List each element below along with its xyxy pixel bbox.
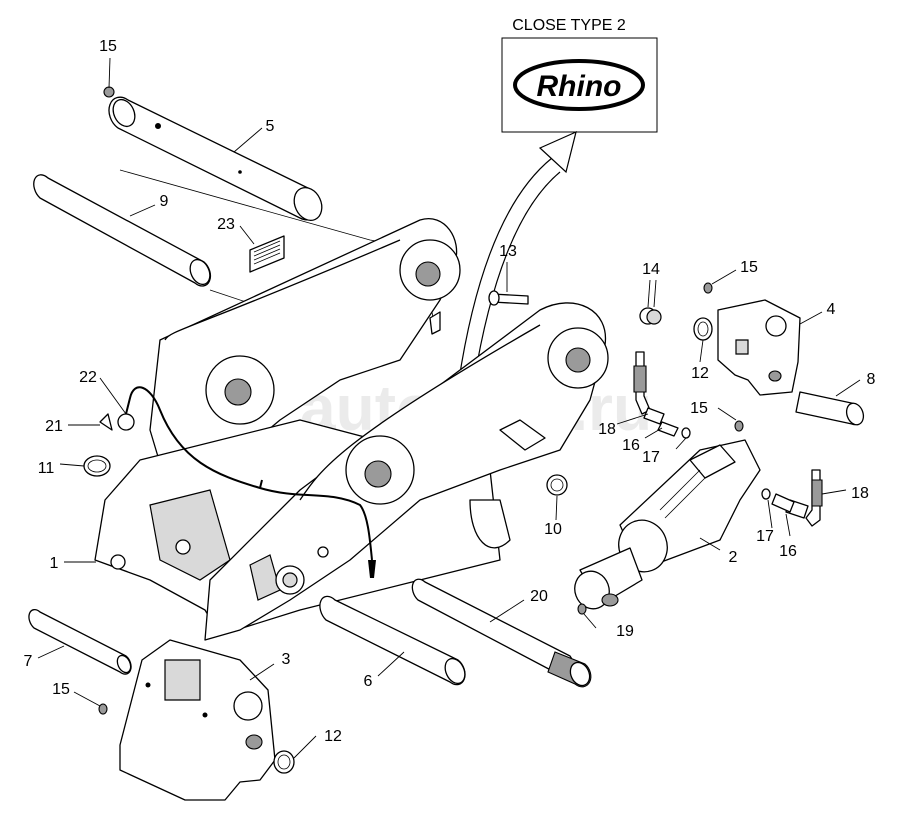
callout-16: 16 — [779, 543, 797, 560]
callout-4: 4 — [827, 301, 836, 318]
logo-text: Rhino — [537, 70, 622, 103]
callout-1: 1 — [50, 555, 59, 572]
inset-title: CLOSE TYPE 2 — [512, 17, 626, 34]
callout-17: 17 — [756, 528, 774, 545]
callouts: 15 5 9 23 13 14 15 4 8 12 15 18 16 17 18… — [24, 38, 876, 745]
grease-nipple-15-lower — [98, 703, 108, 715]
fitting-16-upper — [657, 421, 679, 437]
ring-12-upper — [693, 317, 713, 341]
callout-15: 15 — [740, 259, 758, 276]
label-plate-23 — [249, 235, 285, 273]
pin-5 — [108, 96, 323, 222]
callout-20: 20 — [530, 588, 548, 605]
callout-18: 18 — [851, 485, 869, 502]
grease-nipple-19 — [577, 603, 587, 615]
hydraulic-cylinder-2 — [574, 439, 761, 610]
ring-12-lower — [273, 750, 295, 774]
callout-23: 23 — [217, 216, 235, 233]
close-type-inset: CLOSE TYPE 2 Rhino — [501, 17, 658, 133]
callout-16: 16 — [622, 437, 640, 454]
quick-coupler-frame-1 — [94, 217, 609, 641]
callout-8: 8 — [867, 371, 876, 388]
callout-15: 15 — [99, 38, 117, 55]
pin-6 — [319, 595, 466, 686]
seal-17-upper — [681, 427, 691, 439]
callout-12: 12 — [691, 365, 709, 382]
pin-20 — [411, 578, 592, 688]
callout-5: 5 — [266, 118, 275, 135]
callout-18: 18 — [598, 421, 616, 438]
pin-9 — [33, 174, 212, 287]
callout-6: 6 — [364, 673, 373, 690]
bolt-13 — [488, 290, 529, 306]
grease-nipple-15 — [103, 86, 115, 98]
callout-10: 10 — [544, 521, 562, 538]
callout-12: 12 — [324, 728, 342, 745]
callout-17: 17 — [642, 449, 660, 466]
hose-18-lower — [785, 469, 823, 527]
callout-11: 11 — [38, 460, 55, 477]
grease-nipple-15-cyl — [734, 420, 744, 432]
callout-19: 19 — [616, 623, 634, 640]
callout-7: 7 — [24, 653, 33, 670]
ring-10 — [546, 474, 568, 496]
bracket-3 — [119, 639, 276, 801]
callout-3: 3 — [282, 651, 291, 668]
grease-nipple-15-bracket — [703, 282, 713, 294]
nuts-14 — [639, 307, 662, 325]
callout-22: 22 — [79, 369, 97, 386]
callout-15: 15 — [52, 681, 70, 698]
callout-2: 2 — [729, 549, 738, 566]
callout-21: 21 — [45, 418, 63, 435]
fitting-16-lower — [771, 493, 795, 513]
clip-21 — [99, 413, 113, 431]
pin-8 — [795, 391, 865, 426]
callout-13: 13 — [499, 243, 517, 260]
bracket-4 — [717, 299, 801, 396]
rhino-logo-icon — [513, 59, 645, 111]
callout-9: 9 — [160, 193, 169, 210]
ring-11 — [83, 455, 111, 477]
callout-15: 15 — [690, 400, 708, 417]
seal-17-lower — [761, 488, 771, 500]
pin-7 — [28, 608, 132, 675]
callout-14: 14 — [642, 261, 660, 278]
leader-lines — [37, 57, 861, 759]
